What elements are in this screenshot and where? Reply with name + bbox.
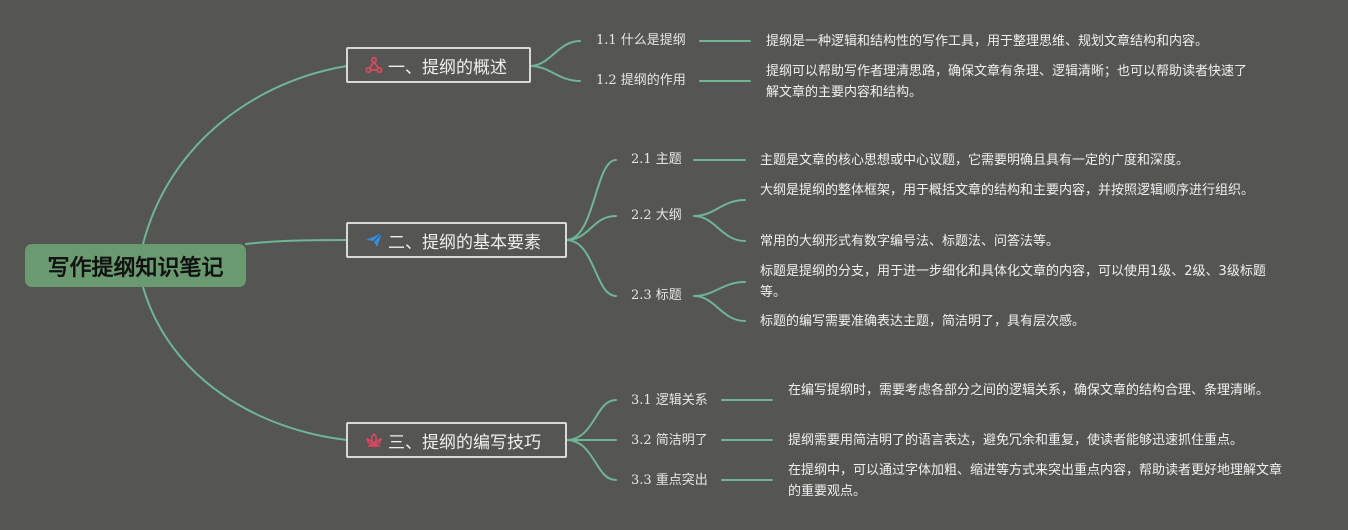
sub-node-3-1[interactable]: 3.1 逻辑关系 xyxy=(631,393,708,408)
leaf-3-3-1: 在提纲中，可以通过字体加粗、缩进等方式来突出重点内容，帮助读者更好地理解文章的重… xyxy=(788,463,1283,499)
sub-node-1-2[interactable]: 1.2 提纲的作用 xyxy=(596,73,686,88)
sub-node-2-2[interactable]: 2.2 大纲 xyxy=(631,208,682,223)
sub-node-3-3[interactable]: 3.3 重点突出 xyxy=(631,473,708,488)
root-node[interactable]: 写作提纲知识笔记 xyxy=(25,244,246,287)
connector-root-branch-1 xyxy=(142,65,348,245)
sub-node-3-2[interactable]: 3.2 简洁明了 xyxy=(631,433,708,448)
leaf-1-2-1: 提纲可以帮助写作者理清思路，确保文章有条理、逻辑清晰；也可以帮助读者快速了解文章… xyxy=(766,64,1248,100)
leaf-3-2-1: 提纲需要用简洁明了的语言表达，避免冗余和重复，使读者能够迅速抓住重点。 xyxy=(788,433,1244,448)
branch-node-overview[interactable]: 一、提纲的概述 xyxy=(346,47,531,83)
leaf-1-1-1: 提纲是一种逻辑和结构性的写作工具，用于整理思维、规划文章结构和内容。 xyxy=(766,34,1209,49)
branch-label: 一、提纲的概述 xyxy=(388,57,507,78)
sub-node-2-3[interactable]: 2.3 标题 xyxy=(631,288,682,303)
root-label: 写作提纲知识笔记 xyxy=(47,255,224,281)
leaf-2-1-1: 主题是文章的核心思想或中心议题，它需要明确且具有一定的广度和深度。 xyxy=(760,153,1190,168)
leaf-2-3-1: 标题是提纲的分支，用于进一步细化和具体化文章的内容，可以使用1级、2级、3级标题… xyxy=(760,264,1266,300)
connector-root-branch-2 xyxy=(245,239,348,245)
connector-root-branch-3 xyxy=(142,286,348,441)
branch-label: 三、提纲的编写技巧 xyxy=(388,432,541,453)
leaf-3-1-1: 在编写提纲时，需要考虑各部分之间的逻辑关系，确保文章的结构合理、条理清晰。 xyxy=(788,383,1270,398)
leaf-2-2-1: 大纲是提纲的整体框架，用于概括文章的结构和主要内容，并按照逻辑顺序进行组织。 xyxy=(760,183,1255,198)
sub-node-1-1[interactable]: 1.1 什么是提纲 xyxy=(596,33,686,48)
branch-label: 二、提纲的基本要素 xyxy=(388,232,541,253)
triangle-nodes-icon xyxy=(364,55,384,75)
branch-node-elements[interactable]: 二、提纲的基本要素 xyxy=(346,222,567,258)
leaf-2-3-2: 标题的编写需要准确表达主题，简洁明了，具有层次感。 xyxy=(760,314,1086,329)
flower-icon xyxy=(364,430,384,450)
leaf-2-2-2: 常用的大纲形式有数字编号法、标题法、问答法等。 xyxy=(760,234,1060,249)
paper-plane-icon xyxy=(364,230,384,250)
sub-node-2-1[interactable]: 2.1 主题 xyxy=(631,152,682,167)
branch-node-techniques[interactable]: 三、提纲的编写技巧 xyxy=(346,422,567,458)
